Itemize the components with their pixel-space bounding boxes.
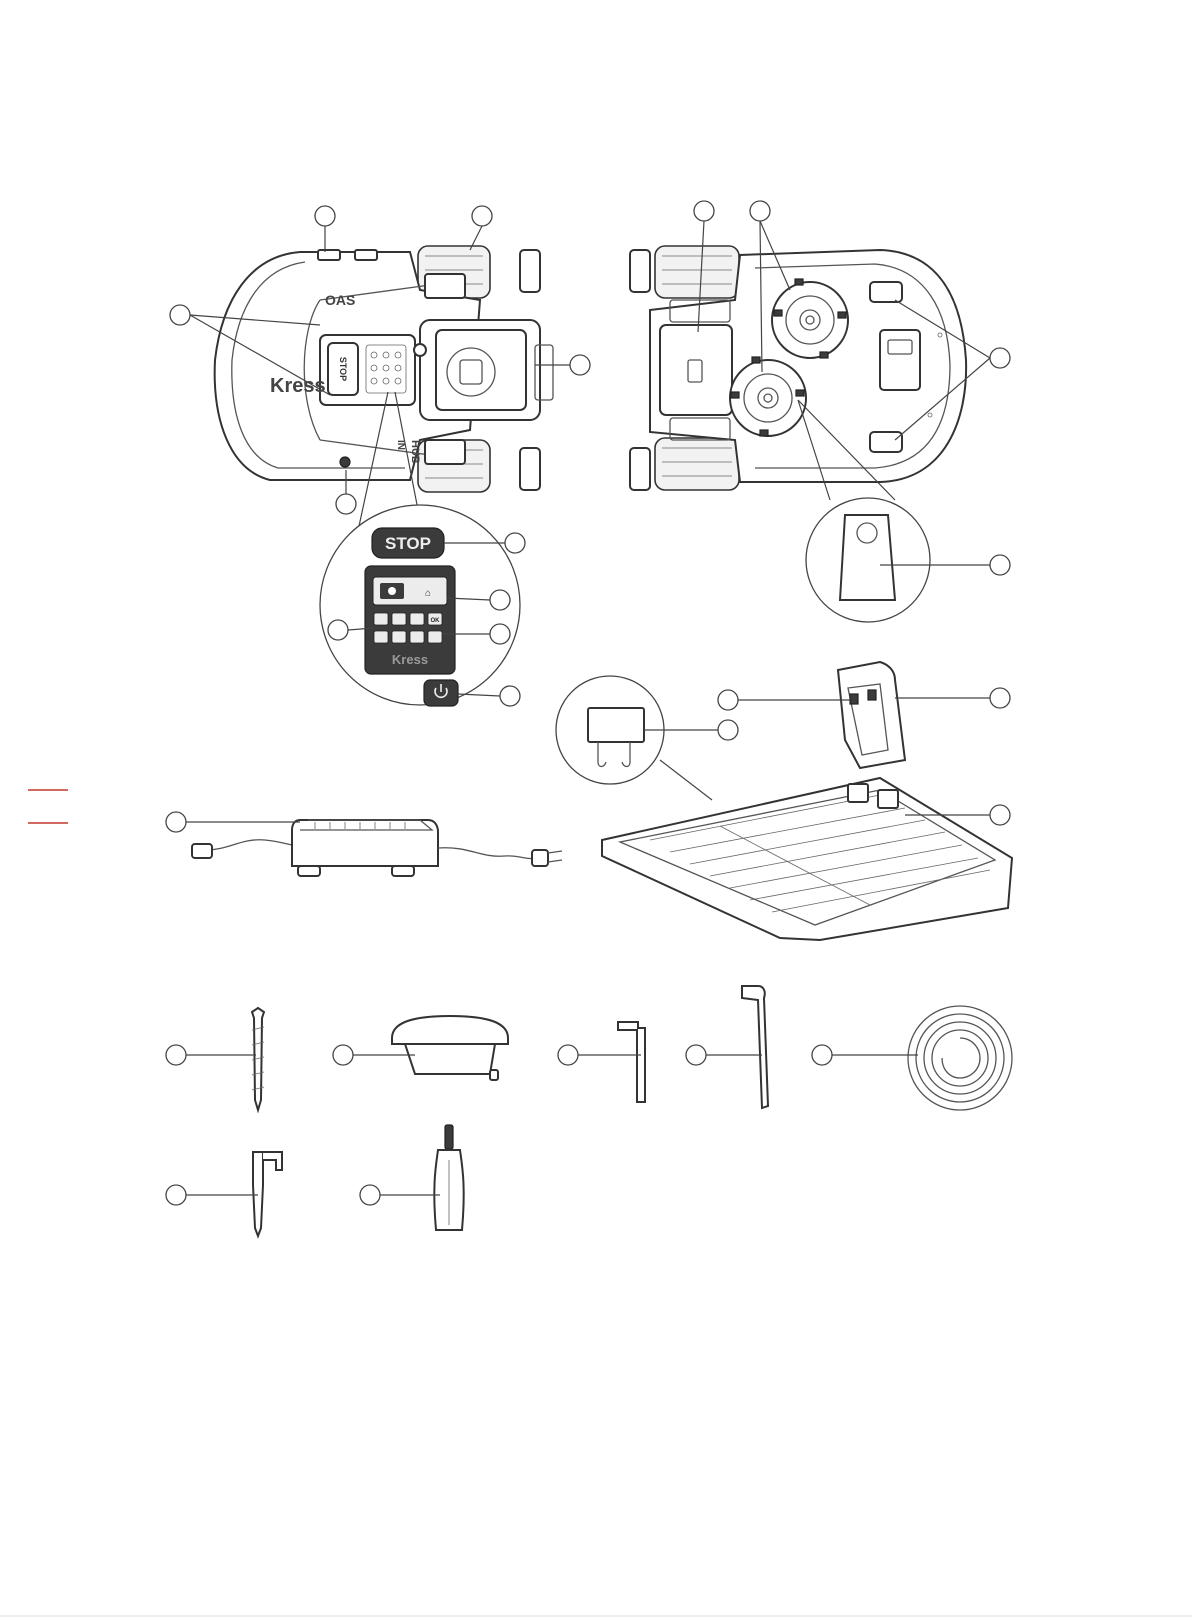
back-key[interactable]	[392, 613, 406, 625]
menu-key[interactable]	[374, 613, 388, 625]
battery-cover	[660, 325, 732, 415]
cable-coil	[908, 1006, 1012, 1110]
hub-label: HUB	[409, 440, 421, 464]
ok-key-label: OK	[431, 618, 441, 624]
callout-screwdriver	[360, 1185, 440, 1205]
callout-power-supply	[166, 812, 300, 832]
callout-cable-coil	[812, 1045, 918, 1065]
blade-disc	[730, 360, 806, 436]
up-key[interactable]	[410, 613, 424, 625]
screwdriver	[434, 1125, 463, 1230]
mower-bottom-view	[630, 246, 966, 490]
power-button[interactable]	[424, 680, 458, 706]
home-icon: ⌂	[425, 588, 431, 599]
panel-brand-logo: Kress	[392, 652, 428, 667]
blade-disc	[772, 282, 848, 358]
cable-peg	[253, 1152, 282, 1236]
callout-rtk-antenna	[333, 1045, 415, 1065]
rain-sensor	[340, 457, 350, 467]
callout-cable-peg	[166, 1185, 258, 1205]
clip-zoom	[556, 676, 712, 800]
callout-peg	[166, 1045, 256, 1065]
body-brand-logo: Kress	[270, 375, 326, 397]
left-key[interactable]	[392, 631, 406, 643]
rtk-antenna	[392, 1016, 508, 1080]
callout-charging-contacts-station	[718, 690, 850, 710]
callout-mower-top-wheel	[470, 206, 492, 250]
mower-top-view: STOP OAS Kress HUB IN	[215, 246, 553, 492]
peg	[252, 1008, 264, 1110]
start-key[interactable]	[374, 631, 388, 643]
mini-stop-label: STOP	[338, 357, 348, 381]
stop-button-label: STOP	[385, 534, 431, 553]
oas-label: OAS	[325, 292, 355, 308]
callout-mower-top-docking	[315, 206, 335, 252]
hex-key-large	[742, 986, 768, 1108]
charging-base-plate	[602, 778, 1012, 940]
hex-key-small	[618, 1022, 645, 1102]
callout-hex-key-small	[558, 1045, 641, 1065]
right-key[interactable]	[428, 631, 442, 643]
callout-hex-key-large	[686, 1045, 762, 1065]
down-key[interactable]	[410, 631, 424, 643]
charging-station-tower	[838, 662, 905, 768]
callout-charging-station	[895, 688, 1010, 708]
power-supply	[192, 820, 562, 876]
callout-mower-top-rear-bumper	[535, 355, 590, 375]
